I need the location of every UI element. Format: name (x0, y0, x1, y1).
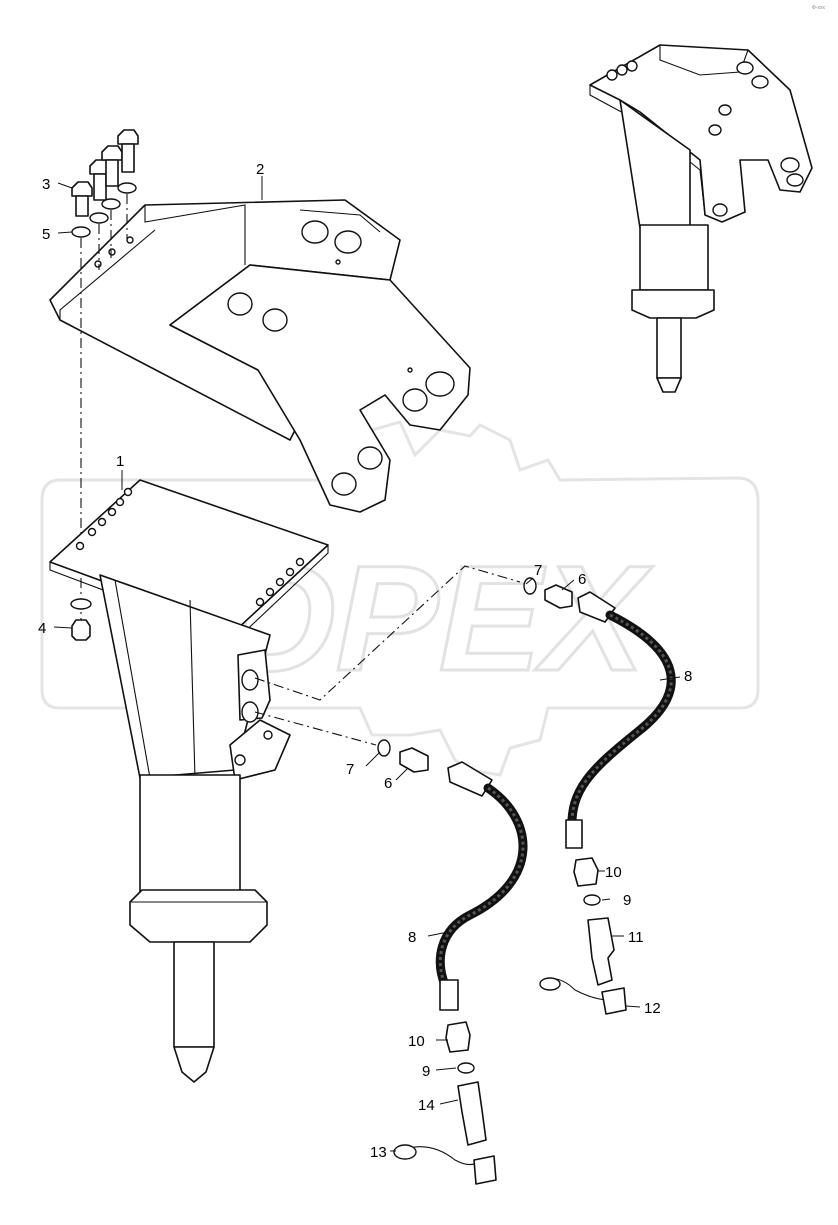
watermark-gear-outline (40, 420, 760, 777)
bolt (71, 181, 93, 238)
bolt (117, 129, 139, 194)
hose-crimp-lower (439, 979, 459, 1011)
callout-4: 4 (38, 620, 46, 637)
seal-ring (377, 739, 391, 757)
dust-cap (473, 1155, 497, 1185)
callout-6-upper: 6 (578, 571, 586, 588)
adapter-fitting (544, 584, 573, 609)
callout-3: 3 (42, 176, 50, 193)
quick-coupler-female (457, 1081, 487, 1146)
callout-7-upper: 7 (534, 562, 542, 579)
callout-8-upper: 8 (684, 668, 692, 685)
callouts: 1 2 3 4 5 7 6 8 7 6 8 10 9 11 12 10 9 14… (38, 161, 692, 1161)
bolt (101, 145, 123, 210)
mounting-bracket (49, 199, 471, 513)
assembled-view (589, 44, 813, 393)
callout-6-lower: 6 (384, 775, 392, 792)
leader-lines (53, 176, 681, 1152)
dust-cap-strap (401, 1146, 479, 1166)
hammer-body (49, 479, 329, 1083)
side-bracket (229, 719, 291, 781)
chisel-tool (173, 941, 215, 1048)
nut-and-washer (70, 598, 92, 641)
seal-ring (583, 894, 601, 906)
upper-hose-assembly (523, 577, 676, 1015)
bolts-and-washers (71, 129, 139, 630)
front-head-flange (129, 889, 268, 943)
hose-lower (435, 783, 528, 990)
seal-ring (523, 577, 537, 595)
chisel-tip (173, 1046, 215, 1083)
reducer-fitting (573, 857, 599, 887)
callout-8-lower: 8 (408, 929, 416, 946)
callout-13: 13 (370, 1144, 387, 1161)
assembled-cylinder (639, 224, 709, 291)
corner-reference-mark: Ф-xxx (812, 5, 825, 11)
callout-7-lower: 7 (346, 761, 354, 778)
dust-cap (601, 987, 627, 1015)
callout-11: 11 (628, 929, 644, 946)
hose-crimp-lower (565, 819, 583, 849)
callout-9-upper: 9 (623, 892, 631, 909)
hose-axis-lower (254, 711, 377, 746)
hose-axis-upper (254, 565, 521, 701)
assembled-chisel (656, 317, 682, 379)
adapter-fitting (399, 747, 429, 773)
seal-ring (457, 1062, 475, 1074)
callout-5: 5 (42, 226, 50, 243)
bracket-side-wall (169, 264, 471, 513)
callout-10-upper: 10 (605, 864, 622, 881)
callout-14: 14 (418, 1097, 435, 1114)
nut (71, 619, 91, 641)
washer (70, 598, 92, 610)
callout-10-lower: 10 (408, 1033, 425, 1050)
reducer-fitting (445, 1021, 471, 1053)
callout-1: 1 (116, 453, 124, 470)
quick-coupler-male (587, 917, 615, 986)
cylinder (139, 774, 241, 901)
lower-hose-assembly (377, 739, 528, 1185)
callout-12: 12 (644, 1000, 661, 1017)
callout-9-lower: 9 (422, 1063, 430, 1080)
callout-2: 2 (256, 161, 264, 178)
